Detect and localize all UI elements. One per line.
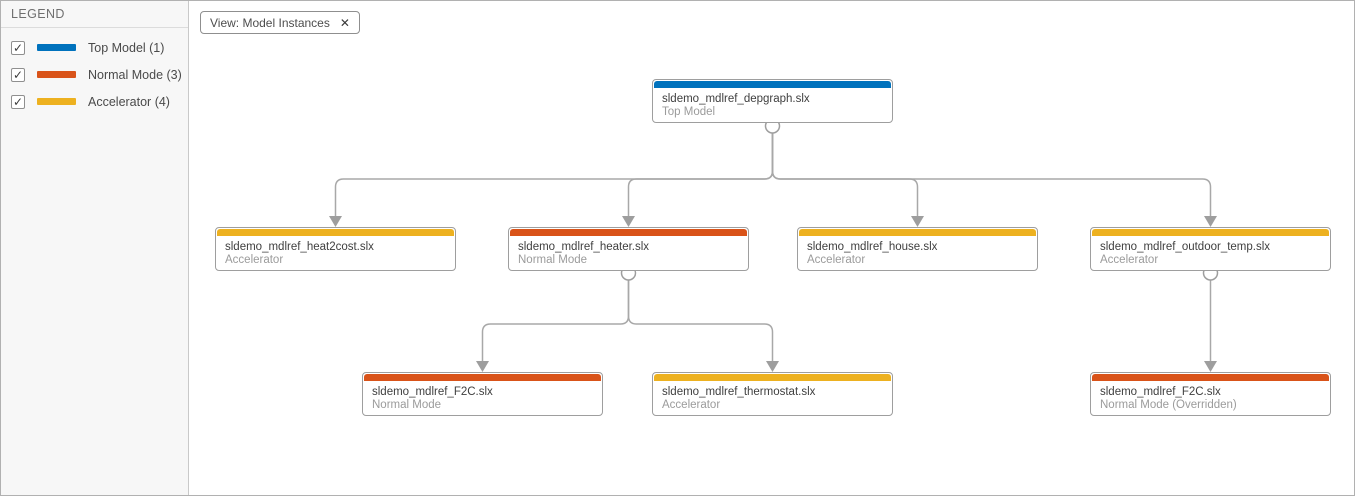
node-heat2cost-type-bar — [217, 229, 454, 236]
node-house[interactable]: sldemo_mdlref_house.slx Accelerator — [797, 227, 1038, 271]
node-depgraph[interactable]: sldemo_mdlref_depgraph.slx Top Model — [652, 79, 893, 123]
node-depgraph-filename: sldemo_mdlref_depgraph.slx — [662, 93, 810, 105]
arrowhead-thermostat — [766, 361, 779, 372]
node-house-type-bar — [799, 229, 1036, 236]
node-heater-type-bar — [510, 229, 747, 236]
node-house-filename: sldemo_mdlref_house.slx — [807, 241, 938, 253]
view-filter-chip[interactable]: View: Model Instances ✕ — [200, 11, 360, 34]
node-thermostat[interactable]: sldemo_mdlref_thermostat.slx Accelerator — [652, 372, 893, 416]
top-model-color-swatch — [37, 44, 76, 51]
edge-heater-to-thermostat — [627, 280, 774, 361]
node-outdoor-temp[interactable]: sldemo_mdlref_outdoor_temp.slx Accelerat… — [1090, 227, 1331, 271]
node-f2c-overridden-type-bar — [1092, 374, 1329, 381]
close-icon[interactable]: ✕ — [339, 15, 350, 30]
node-f2c-overridden-mode: Normal Mode (Overridden) — [1100, 399, 1237, 411]
dependency-graph-canvas: View: Model Instances ✕ sldemo_mdlref_de… — [189, 1, 1354, 495]
arrowhead-house — [911, 216, 924, 227]
node-depgraph-mode: Top Model — [662, 106, 716, 118]
edge-depgraph-to-outdoor-temp — [771, 133, 1212, 216]
node-heater[interactable]: sldemo_mdlref_heater.slx Normal Mode — [508, 227, 749, 271]
node-heater-mode: Normal Mode — [518, 254, 588, 266]
node-outdoor-temp-filename: sldemo_mdlref_outdoor_temp.slx — [1100, 241, 1271, 253]
node-heat2cost-mode: Accelerator — [225, 254, 284, 266]
accelerator-color-swatch — [37, 98, 76, 105]
legend-panel: LEGEND ✓ Top Model (1) ✓ Normal Mode (3)… — [1, 1, 189, 495]
node-thermostat-mode: Accelerator — [662, 399, 721, 411]
arrowhead-outdoor-temp — [1204, 216, 1217, 227]
node-heat2cost-filename: sldemo_mdlref_heat2cost.slx — [225, 241, 374, 253]
node-outdoor-temp-type-bar — [1092, 229, 1329, 236]
edge-depgraph-to-heater — [627, 133, 774, 216]
top-model-checkbox[interactable]: ✓ — [11, 40, 25, 55]
accelerator-checkbox[interactable]: ✓ — [11, 94, 25, 109]
node-heat2cost[interactable]: sldemo_mdlref_heat2cost.slx Accelerator — [215, 227, 456, 271]
legend-row-normal-mode: ✓ Normal Mode (3) — [1, 61, 188, 88]
arrowhead-f2c-overridden — [1204, 361, 1217, 372]
normal-mode-label: Normal Mode (3) — [88, 67, 182, 82]
legend-row-accelerator: ✓ Accelerator (4) — [1, 88, 188, 115]
node-outdoor-temp-mode: Accelerator — [1100, 254, 1159, 266]
view-filter-label: View: Model Instances — [210, 15, 330, 30]
legend-row-top-model: ✓ Top Model (1) — [1, 34, 188, 61]
arrowhead-heater — [622, 216, 635, 227]
node-thermostat-type-bar — [654, 374, 891, 381]
accelerator-label: Accelerator (4) — [88, 94, 170, 109]
legend-title: LEGEND — [1, 1, 188, 28]
node-house-mode: Accelerator — [807, 254, 866, 266]
edge-depgraph-to-house — [771, 133, 919, 216]
normal-mode-checkbox[interactable]: ✓ — [11, 67, 25, 82]
node-thermostat-filename: sldemo_mdlref_thermostat.slx — [662, 386, 816, 398]
node-f2c-type-bar — [364, 374, 601, 381]
node-f2c-mode: Normal Mode — [372, 399, 442, 411]
arrowhead-f2c — [476, 361, 489, 372]
node-heater-filename: sldemo_mdlref_heater.slx — [518, 241, 650, 253]
top-model-label: Top Model (1) — [88, 40, 165, 55]
edge-depgraph-to-heat2cost — [334, 133, 774, 216]
arrowhead-heat2cost — [329, 216, 342, 227]
node-f2c-overridden[interactable]: sldemo_mdlref_F2C.slx Normal Mode (Overr… — [1090, 372, 1331, 416]
edge-heater-to-f2c — [481, 280, 630, 361]
node-depgraph-type-bar — [654, 81, 891, 88]
legend-items: ✓ Top Model (1) ✓ Normal Mode (3) ✓ Acce… — [1, 28, 188, 115]
node-f2c-filename: sldemo_mdlref_F2C.slx — [372, 386, 493, 398]
normal-mode-color-swatch — [37, 71, 76, 78]
node-f2c-overridden-filename: sldemo_mdlref_F2C.slx — [1100, 386, 1221, 398]
node-f2c[interactable]: sldemo_mdlref_F2C.slx Normal Mode — [362, 372, 603, 416]
